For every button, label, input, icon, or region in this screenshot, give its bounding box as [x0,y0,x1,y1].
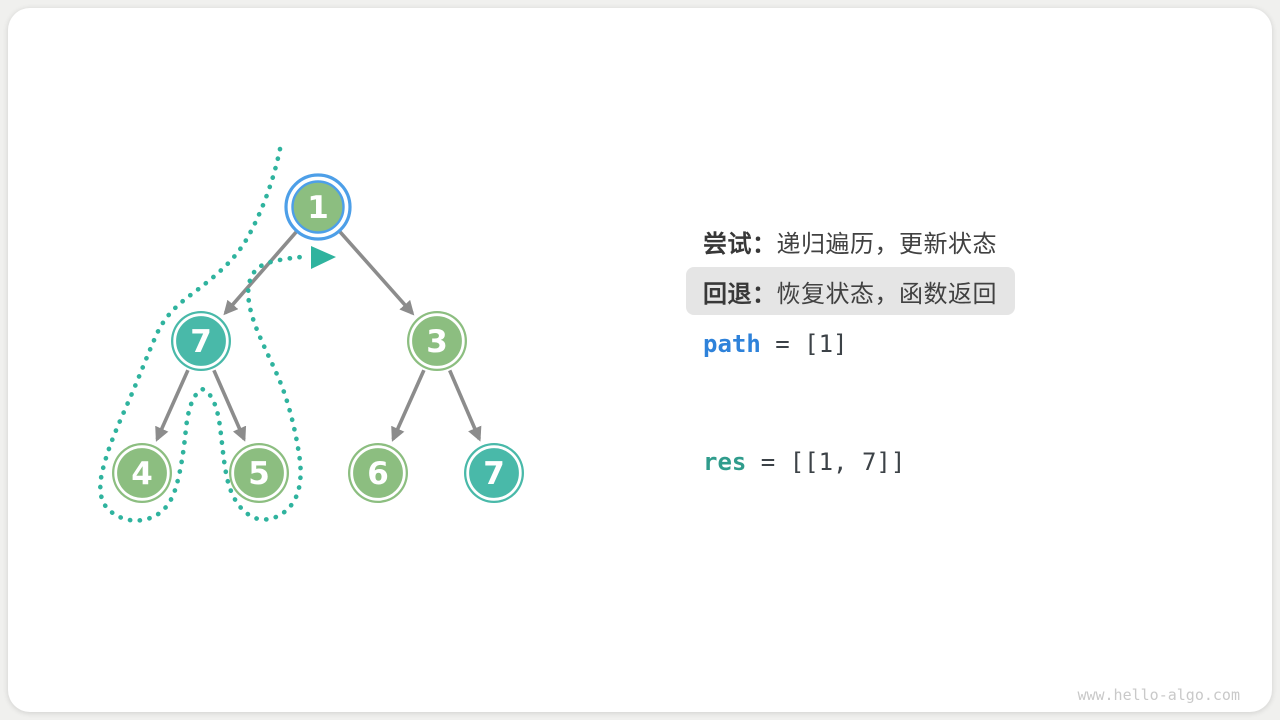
res-variable-name: res [703,448,747,476]
figure-card [8,8,1272,712]
res-variable-line: res = [[1, 7]] [703,448,905,476]
path-variable-value: = [1] [760,330,848,358]
backtrack-line: 回退：恢复状态，函数返回 [686,267,1015,315]
path-variable-line: path = [1] [703,330,848,358]
res-variable-value: = [[1, 7]] [746,448,906,476]
backtrack-label: 回退： [703,280,777,308]
watermark: www.hello-algo.com [1077,686,1240,704]
backtrack-text: 恢复状态，函数返回 [776,280,997,308]
path-variable-name: path [703,330,761,358]
try-line: 尝试：递归遍历，更新状态 [703,224,997,259]
try-text: 递归遍历，更新状态 [776,231,997,258]
try-label: 尝试： [703,231,777,258]
